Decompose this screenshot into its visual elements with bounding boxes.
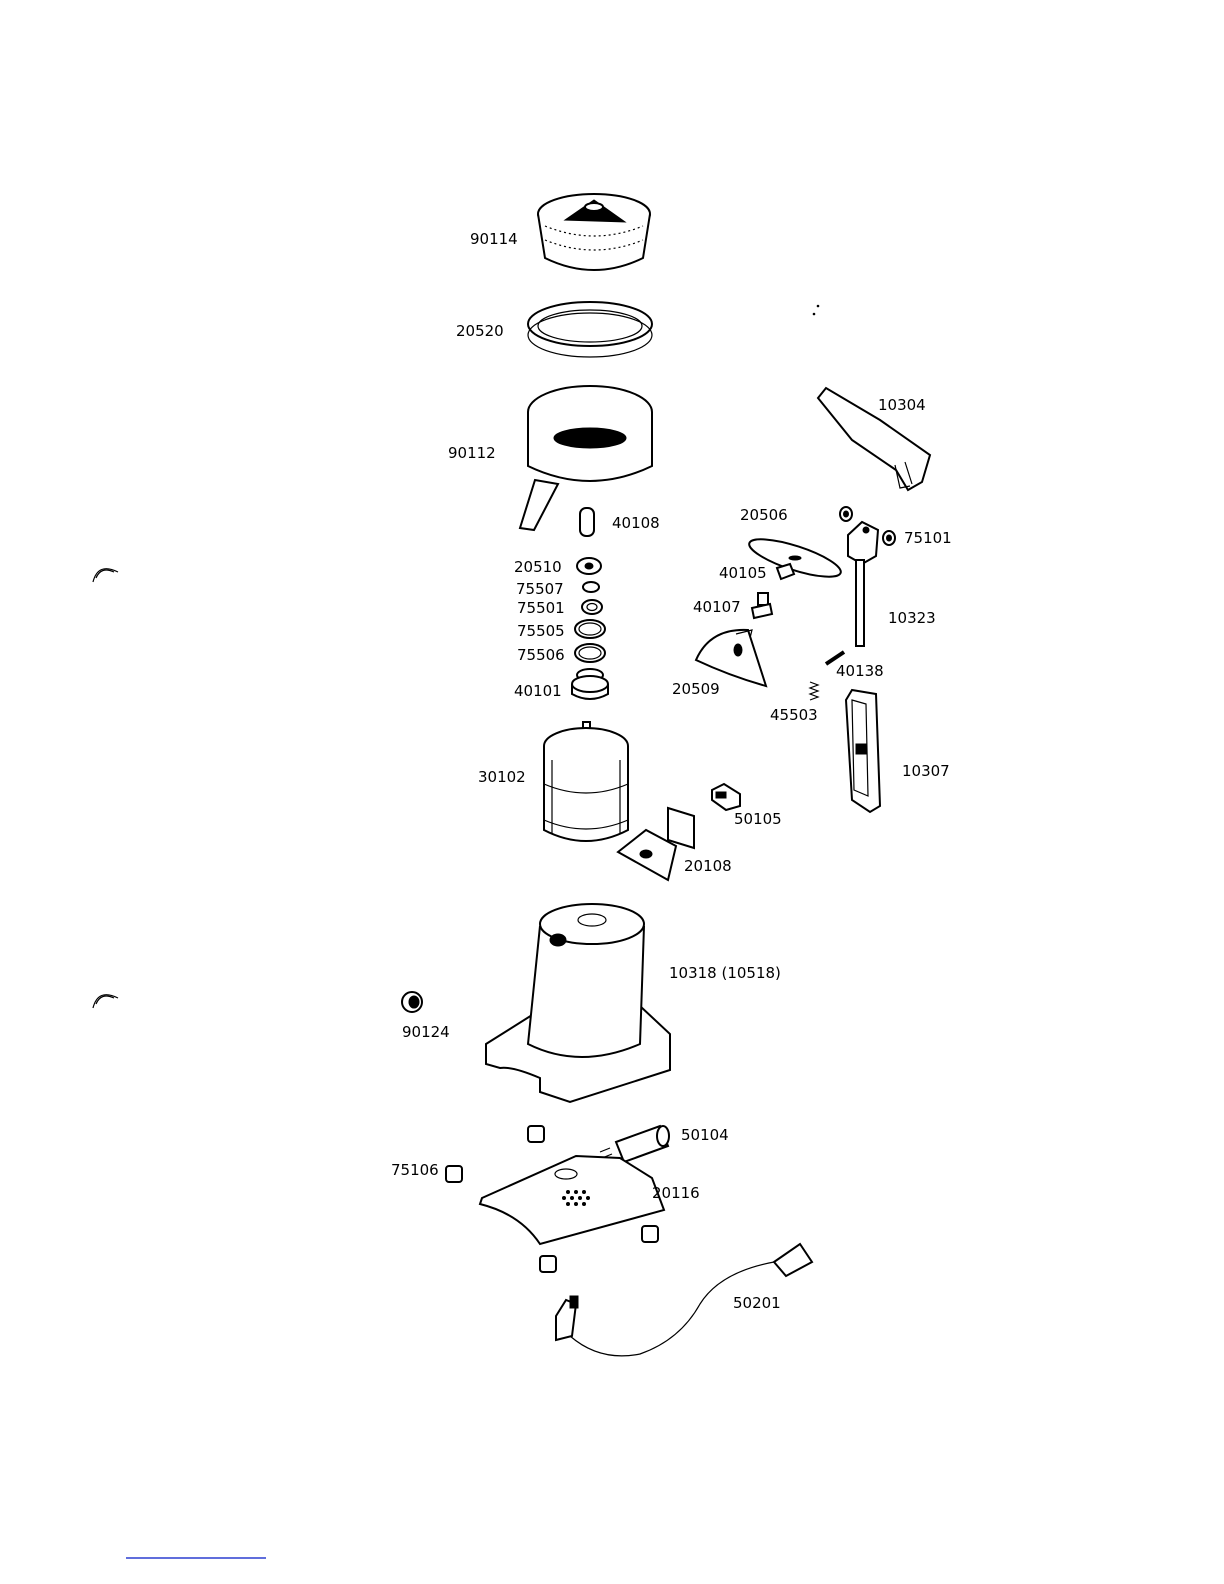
knob-40107 (752, 593, 772, 618)
sieve-basket-90114 (538, 194, 650, 270)
label-40138: 40138 (836, 662, 884, 680)
tick-mark (813, 305, 820, 316)
pin-40108 (580, 508, 594, 536)
shaft-10323 (848, 522, 878, 646)
label-20510: 20510 (514, 558, 562, 576)
switch-50105 (712, 784, 740, 810)
spring-45503 (810, 682, 818, 700)
label-75507: 75507 (516, 580, 564, 598)
foot-75106-c (642, 1226, 658, 1242)
hub-40101 (572, 669, 608, 699)
label-75506: 75506 (517, 646, 565, 664)
ring-20520 (528, 302, 652, 357)
foot-75106-a (528, 1126, 544, 1142)
label-90114: 90114 (470, 230, 518, 248)
cover-20509 (696, 630, 766, 686)
bracket-10307 (846, 690, 880, 812)
oring-75505 (575, 620, 605, 638)
foot-75106-b (446, 1166, 462, 1182)
label-10307: 10307 (902, 762, 950, 780)
margin-mark-lower (93, 995, 118, 1008)
seal-75507 (583, 582, 599, 592)
label-40107: 40107 (693, 598, 741, 616)
label-40101: 40101 (514, 682, 562, 700)
label-75501: 75501 (517, 599, 565, 617)
label-10318: 10318 (10518) (669, 964, 781, 982)
label-50201: 50201 (733, 1294, 781, 1312)
label-10323: 10323 (888, 609, 936, 627)
label-50105: 50105 (734, 810, 782, 828)
margin-mark-upper (93, 569, 118, 582)
label-45503: 45503 (770, 706, 818, 724)
label-90112: 90112 (448, 444, 496, 462)
housing-10318 (486, 904, 670, 1102)
label-40105: 40105 (719, 564, 767, 582)
label-40108: 40108 (612, 514, 660, 532)
label-30102: 30102 (478, 768, 526, 786)
label-20506: 20506 (740, 506, 788, 524)
label-20108: 20108 (684, 857, 732, 875)
oring-75506 (575, 644, 605, 662)
plate-20108 (618, 808, 694, 880)
label-75106: 75106 (391, 1161, 439, 1179)
motor-30102 (544, 722, 628, 841)
label-75101: 75101 (904, 529, 952, 547)
seal-20510 (577, 558, 601, 574)
bearing-75501 (582, 600, 602, 614)
block-40105 (777, 564, 794, 579)
knob-90124 (402, 992, 422, 1012)
label-75505: 75505 (517, 622, 565, 640)
bottom-plate-20116 (480, 1156, 664, 1244)
label-20509: 20509 (672, 680, 720, 698)
label-50104: 50104 (681, 1126, 729, 1144)
label-10304: 10304 (878, 396, 926, 414)
label-20116: 20116 (652, 1184, 700, 1202)
foot-75106-d (540, 1256, 556, 1272)
label-20520: 20520 (456, 322, 504, 340)
label-90124: 90124 (402, 1023, 450, 1041)
